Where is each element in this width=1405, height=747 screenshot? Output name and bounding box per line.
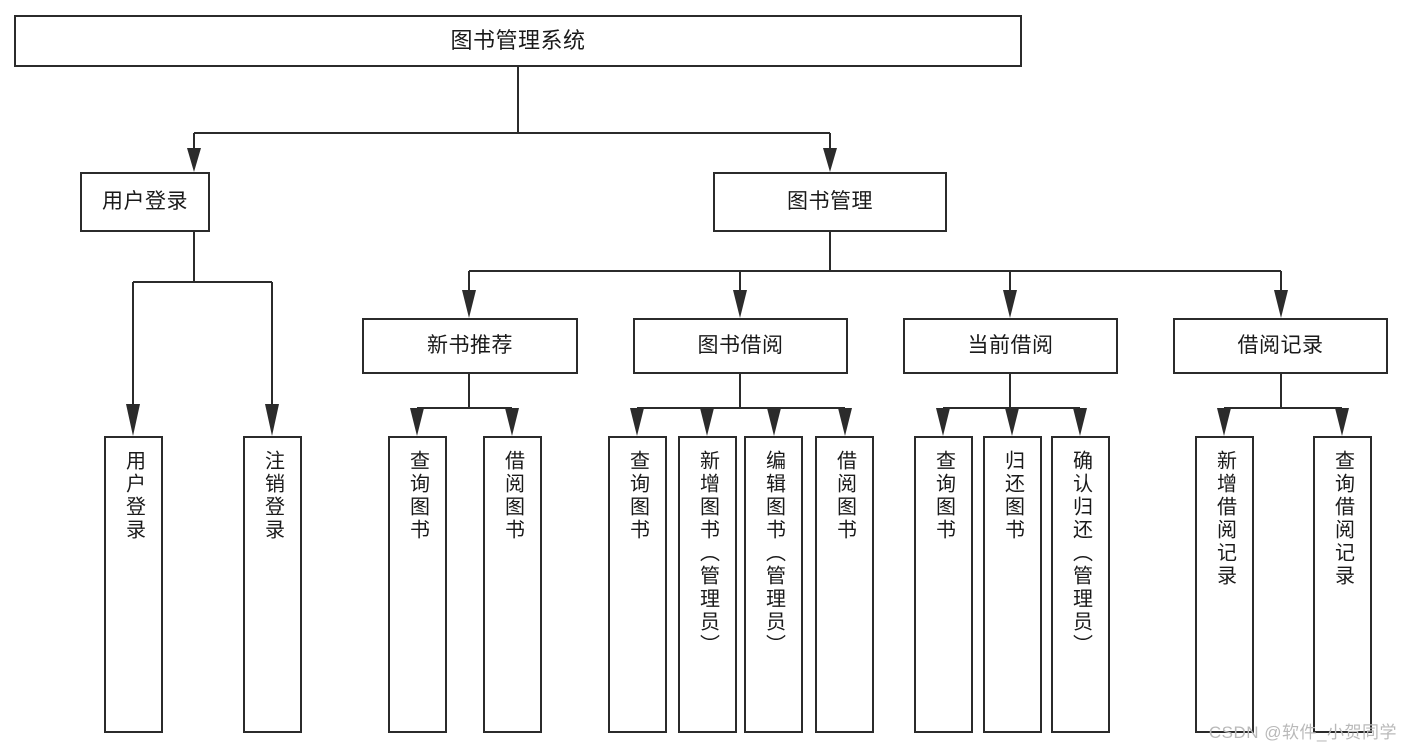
leaf-confirm-return-admin[interactable]: 确认归还（管理员） xyxy=(1051,436,1110,733)
leaf-edit-book-admin[interactable]: 编辑图书（管理员） xyxy=(744,436,803,733)
node-borrow-records[interactable]: 借阅记录 xyxy=(1173,318,1388,374)
node-label: 确认归还（管理员） xyxy=(1069,450,1092,657)
node-new-book-recommendation[interactable]: 新书推荐 xyxy=(362,318,578,374)
node-label: 图书管理系统 xyxy=(450,28,586,54)
node-label: 查询图书 xyxy=(932,450,955,542)
leaf-add-borrow-record[interactable]: 新增借阅记录 xyxy=(1195,436,1254,733)
node-label: 用户登录 xyxy=(102,189,188,213)
node-label: 编辑图书（管理员） xyxy=(762,450,785,657)
node-label: 借阅记录 xyxy=(1237,333,1324,357)
node-label: 查询图书 xyxy=(626,450,649,542)
leaf-add-book-admin[interactable]: 新增图书（管理员） xyxy=(678,436,737,733)
leaf-query-book-recommendation[interactable]: 查询图书 xyxy=(388,436,447,733)
node-label: 借阅图书 xyxy=(833,450,856,542)
leaf-user-login[interactable]: 用户登录 xyxy=(104,436,163,733)
node-label: 查询图书 xyxy=(406,450,429,542)
node-label: 图书管理 xyxy=(787,189,873,213)
node-current-borrow[interactable]: 当前借阅 xyxy=(903,318,1118,374)
node-label: 新增图书（管理员） xyxy=(696,450,719,657)
node-label: 查询借阅记录 xyxy=(1331,450,1354,588)
node-book-management[interactable]: 图书管理 xyxy=(713,172,947,232)
leaf-query-book-borrow[interactable]: 查询图书 xyxy=(608,436,667,733)
leaf-borrow-book[interactable]: 借阅图书 xyxy=(815,436,874,733)
node-label: 用户登录 xyxy=(122,450,145,542)
node-label: 新书推荐 xyxy=(427,333,513,357)
watermark-text: CSDN @软件_小贺同学 xyxy=(1208,723,1397,742)
node-root-library-system[interactable]: 图书管理系统 xyxy=(14,15,1022,67)
node-label: 归还图书 xyxy=(1001,450,1024,542)
node-label: 新增借阅记录 xyxy=(1213,450,1236,588)
leaf-logout[interactable]: 注销登录 xyxy=(243,436,302,733)
node-label: 图书借阅 xyxy=(697,333,784,357)
node-user-login[interactable]: 用户登录 xyxy=(80,172,210,232)
leaf-borrow-book-recommendation[interactable]: 借阅图书 xyxy=(483,436,542,733)
node-label: 借阅图书 xyxy=(501,450,524,542)
leaf-query-borrow-record[interactable]: 查询借阅记录 xyxy=(1313,436,1372,733)
node-label: 注销登录 xyxy=(261,450,284,542)
node-book-borrow[interactable]: 图书借阅 xyxy=(633,318,848,374)
leaf-query-book-current[interactable]: 查询图书 xyxy=(914,436,973,733)
node-label: 当前借阅 xyxy=(967,333,1054,357)
leaf-return-book[interactable]: 归还图书 xyxy=(983,436,1042,733)
